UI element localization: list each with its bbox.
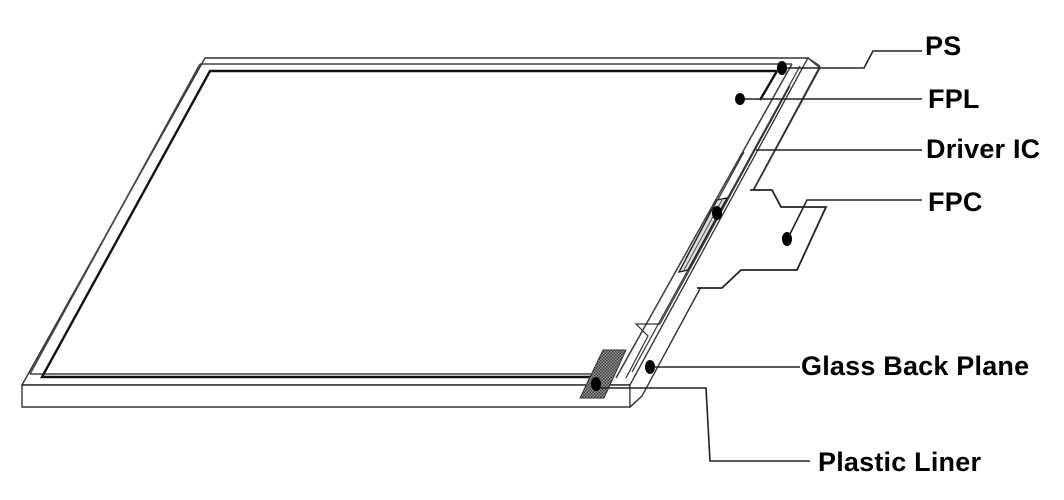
fpl-active-area: [39, 69, 779, 379]
glass-back-plane-marker-dot: [645, 360, 655, 374]
fpl-marker-dot: [735, 93, 745, 105]
ps-leader: [787, 50, 922, 69]
fpc-leader: [788, 199, 922, 237]
label-fpc: FPC: [928, 187, 983, 217]
label-glass-back-plane: Glass Back Plane: [801, 351, 1030, 381]
label-ps: PS: [925, 31, 962, 61]
glass-back-plane-shape: [20, 57, 821, 409]
label-plastic-liner: Plastic Liner: [818, 447, 982, 477]
driver-ic-marker-dot: [712, 206, 722, 220]
label-fpl: FPL: [928, 84, 980, 114]
plastic-liner-marker-dot: [591, 377, 601, 391]
fpc-flex-cable: [697, 189, 828, 289]
ps-marker-dot: [777, 61, 787, 75]
plastic-liner-leader: [600, 387, 810, 462]
label-driver-ic: Driver IC: [926, 134, 1041, 164]
leader-lines: [600, 50, 922, 462]
front-plane-rim: [29, 63, 793, 379]
